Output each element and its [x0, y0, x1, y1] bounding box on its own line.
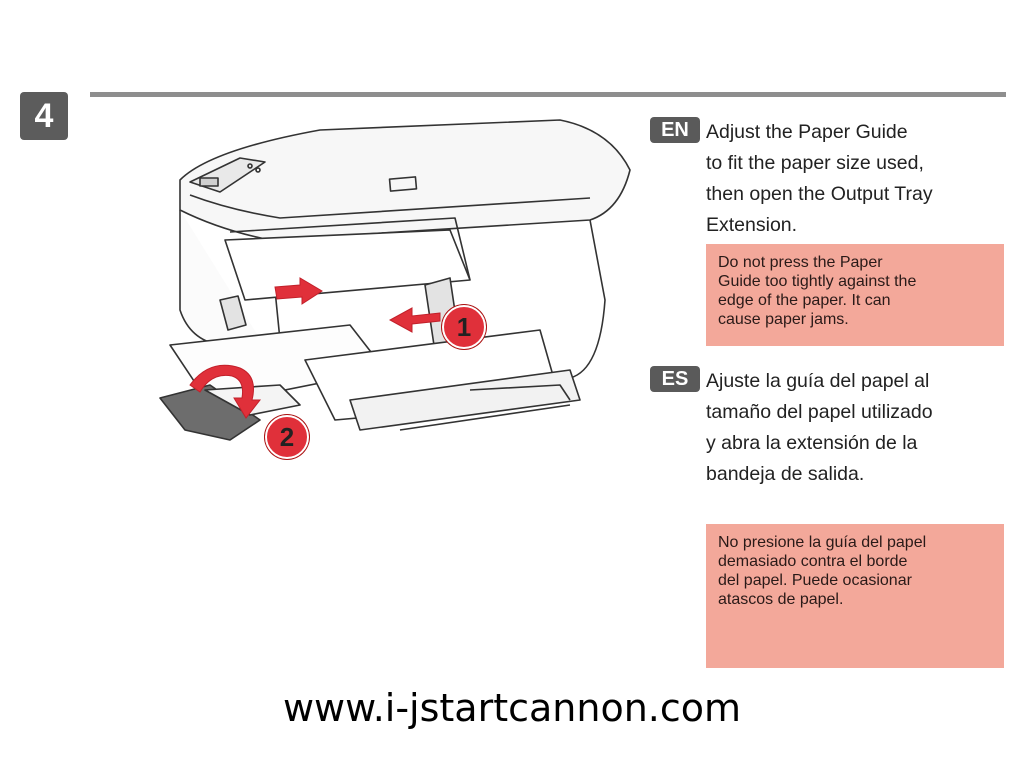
step-number-badge: 4: [20, 92, 68, 140]
es-instruction: Ajuste la guía del papel al tamaño del p…: [706, 370, 933, 485]
callout-1-label: 1: [456, 312, 472, 342]
curved-arrow-extension: [189, 364, 262, 419]
es-language-tag: ES: [650, 366, 700, 392]
printer-drawing: [159, 119, 631, 441]
callout-1: 1: [442, 305, 486, 349]
es-caution-note: No presione la guía del papel demasiado …: [706, 524, 1004, 668]
footer-url: www.i-jstartcannon.com: [282, 686, 742, 730]
en-language-tag: EN: [650, 117, 700, 143]
header-rule: [90, 92, 1006, 97]
callout-2: 2: [265, 415, 309, 459]
en-instruction: Adjust the Paper Guide to fit the paper …: [706, 121, 933, 236]
callout-2-label: 2: [279, 422, 295, 452]
arrow-guide-left: [274, 277, 323, 305]
printer-illustration: 1 2: [150, 100, 640, 460]
arrow-guide-right: [388, 307, 441, 333]
en-caution-note: Do not press the Paper Guide too tightly…: [706, 244, 1004, 346]
